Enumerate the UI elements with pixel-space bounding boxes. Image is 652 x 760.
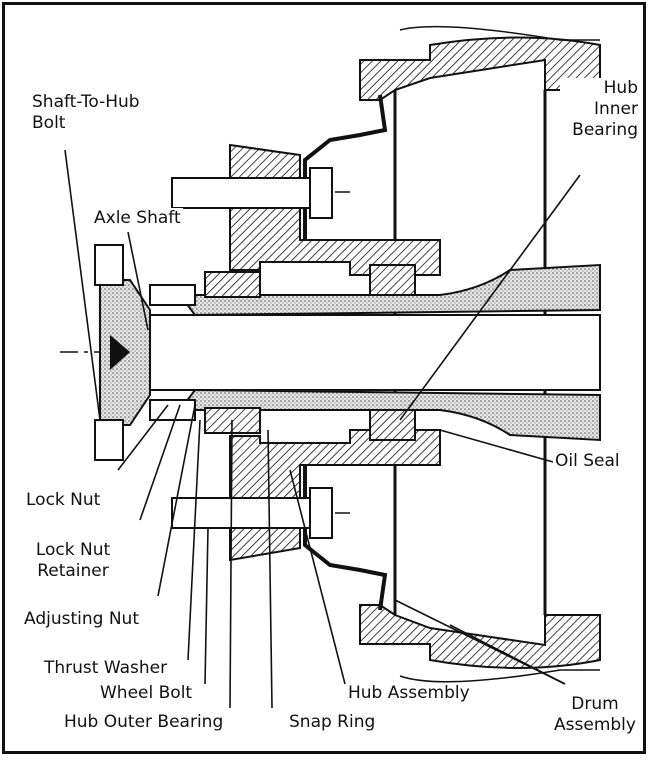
- label-hub-inner-bearing-line2: Inner: [593, 99, 638, 119]
- axle-shaft-shape: [99, 279, 601, 426]
- label-hub-outer-bearing: Hub Outer Bearing: [62, 712, 226, 733]
- shaft-to-hub-bolt-shapes: [94, 244, 124, 461]
- label-drum-assembly-line2: Assembly: [554, 715, 636, 735]
- label-axle-shaft: Axle Shaft: [92, 208, 183, 229]
- label-oil-seal: Oil Seal: [553, 451, 622, 472]
- label-lock-nut: Lock Nut: [24, 490, 103, 511]
- label-snap-ring: Snap Ring: [287, 712, 378, 733]
- label-shaft-to-hub-bolt: Shaft-To-Hub Bolt: [30, 92, 142, 134]
- leader-lines: [64, 149, 581, 709]
- label-hub-assembly: Hub Assembly: [346, 683, 472, 704]
- label-hub-inner-bearing: Hub Inner Bearing: [560, 78, 640, 141]
- label-drum-assembly: Drum Assembly: [548, 694, 642, 736]
- label-wheel-bolt: Wheel Bolt: [98, 683, 195, 704]
- label-lock-nut-retainer-line2: Retainer: [37, 561, 109, 581]
- label-thrust-washer: Thrust Washer: [42, 658, 170, 679]
- label-hub-inner-bearing-line1: Hub: [603, 78, 638, 98]
- label-shaft-to-hub-bolt-line2: Bolt: [32, 113, 66, 133]
- label-hub-inner-bearing-line3: Bearing: [572, 120, 638, 140]
- backing-plate-shape: [303, 94, 388, 611]
- label-adjusting-nut: Adjusting Nut: [22, 609, 141, 630]
- label-shaft-to-hub-bolt-line1: Shaft-To-Hub: [32, 92, 140, 112]
- label-lock-nut-retainer-line1: Lock Nut: [35, 540, 111, 560]
- label-lock-nut-retainer: Lock Nut Retainer: [26, 540, 120, 582]
- spindle-shape: [178, 263, 601, 442]
- label-drum-assembly-line1: Drum: [571, 694, 619, 714]
